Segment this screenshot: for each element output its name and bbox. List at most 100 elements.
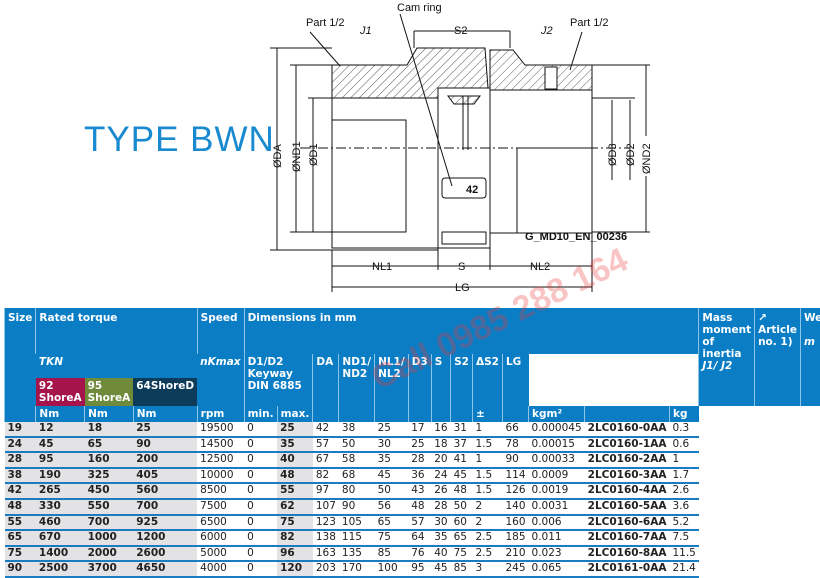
table-cell: 75 <box>451 546 473 562</box>
table-cell: 2600 <box>133 546 197 562</box>
table-cell: 0.0009 <box>529 468 585 484</box>
table-cell: 265 <box>36 483 85 499</box>
size-mark: 42 <box>466 184 478 196</box>
table-cell: 11.5 <box>669 546 698 562</box>
table-cell: 45 <box>451 468 473 484</box>
table-cell: 138 <box>313 530 339 546</box>
table-cell: 0.0019 <box>529 483 585 499</box>
table-cell: 105 <box>339 515 375 531</box>
table-cell: 40 <box>277 452 313 468</box>
table-cell: 25 <box>408 437 431 453</box>
table-cell: 1.5 <box>472 483 502 499</box>
header-s: S <box>431 354 450 406</box>
table-cell: 700 <box>133 499 197 515</box>
table-cell: 37 <box>451 437 473 453</box>
table-cell: 95 <box>36 452 85 468</box>
unit-nm: Nm <box>36 406 85 422</box>
table-cell: 65 <box>451 530 473 546</box>
unit-max: max. <box>277 406 313 422</box>
table-cell: 126 <box>502 483 528 499</box>
table-cell: 2LC0160-7AA <box>585 530 670 546</box>
table-cell: 31 <box>451 422 473 437</box>
table-cell: 6000 <box>197 530 244 546</box>
table-cell: 1 <box>669 452 698 468</box>
lg-label: LG <box>455 282 470 294</box>
table-cell: 123 <box>313 515 339 531</box>
table-cell: 203 <box>313 561 339 577</box>
table-cell: 1.5 <box>472 437 502 453</box>
nd2-label: ØND2 <box>641 143 653 174</box>
table-cell: 160 <box>502 515 528 531</box>
table-cell: 24 <box>5 437 36 453</box>
table-cell: 0 <box>244 437 277 453</box>
table-cell: 2500 <box>36 561 85 577</box>
table-cell: 2LC0160-5AA <box>585 499 670 515</box>
table-cell: 66 <box>502 422 528 437</box>
table-cell: 135 <box>339 546 375 562</box>
table-cell: 1000 <box>85 530 134 546</box>
table-cell: 10000 <box>197 468 244 484</box>
table-cell: 25 <box>375 422 409 437</box>
header-shore-92a: 92 ShoreA <box>36 378 85 406</box>
table-cell: 0 <box>244 452 277 468</box>
table-cell: 57 <box>313 437 339 453</box>
table-cell: 7500 <box>197 499 244 515</box>
table-cell: 58 <box>339 452 375 468</box>
table-cell: 405 <box>133 468 197 484</box>
table-cell: 50 <box>339 437 375 453</box>
table-cell: 0.0031 <box>529 499 585 515</box>
table-cell: 1200 <box>133 530 197 546</box>
table-cell: 45 <box>36 437 85 453</box>
table-cell: 75 <box>375 530 409 546</box>
table-cell: 65 <box>375 515 409 531</box>
table-cell: 1400 <box>36 546 85 562</box>
table-cell: 48 <box>451 483 473 499</box>
page-title: TYPE BWN <box>84 120 275 160</box>
header-shore-95a: 95 ShoreA <box>85 378 134 406</box>
table-cell: 64 <box>408 530 431 546</box>
header-nkmax: nKmax <box>197 354 244 406</box>
table-cell: 325 <box>85 468 134 484</box>
table-cell: 35 <box>277 437 313 453</box>
header-s2: S2 <box>451 354 473 406</box>
table-cell: 560 <box>133 483 197 499</box>
d3-label: ØD3 <box>607 143 619 166</box>
table-cell: 3700 <box>85 561 134 577</box>
table-cell: 107 <box>313 499 339 515</box>
table-cell: 170 <box>339 561 375 577</box>
table-cell: 550 <box>85 499 134 515</box>
table-cell: 12 <box>36 422 85 437</box>
table-cell: 0 <box>244 499 277 515</box>
header-d1d2: D1/D2 Keyway DIN 6885 <box>244 354 313 406</box>
table-cell: 0.00033 <box>529 452 585 468</box>
header-nd: ND1/ ND2 <box>339 354 375 406</box>
table-cell: 120 <box>277 561 313 577</box>
header-size: Size <box>5 308 36 422</box>
table-cell: 2LC0160-6AA <box>585 515 670 531</box>
table-cell: 12500 <box>197 452 244 468</box>
table-cell: 96 <box>277 546 313 562</box>
cam-ring-label: Cam ring <box>397 2 442 14</box>
table-cell: 17 <box>408 422 431 437</box>
table-cell: 163 <box>313 546 339 562</box>
table-cell: 25 <box>277 422 313 437</box>
table-cell: 3 <box>472 561 502 577</box>
table-cell: 90 <box>339 499 375 515</box>
table-cell: 2LC0160-0AA <box>585 422 670 437</box>
table-cell: 65 <box>85 437 134 453</box>
table-cell: 82 <box>277 530 313 546</box>
table-cell: 48 <box>277 468 313 484</box>
header-dimensions: Dimensions in mm <box>244 308 699 354</box>
s-label: S <box>458 261 465 273</box>
table-cell: 30 <box>431 515 450 531</box>
table-cell: 90 <box>133 437 197 453</box>
table-cell: 925 <box>133 515 197 531</box>
table-cell: 67 <box>313 452 339 468</box>
